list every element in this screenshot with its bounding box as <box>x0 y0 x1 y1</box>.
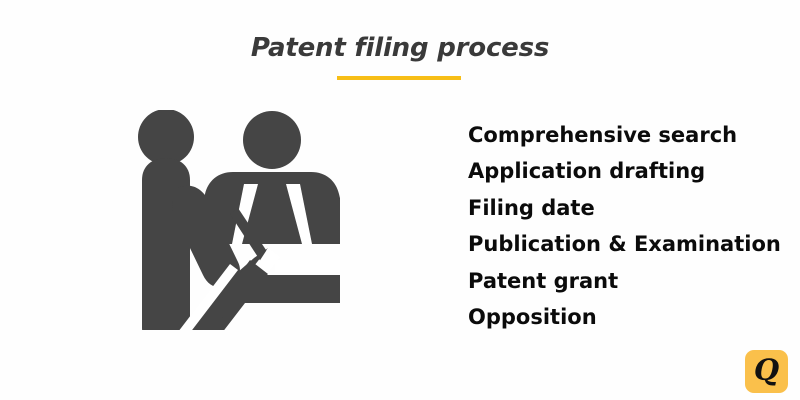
applicant-head-shape <box>138 110 194 165</box>
title-block: Patent filing process <box>0 32 800 80</box>
brand-logo-badge: Q <box>745 350 788 393</box>
patent-filing-counter-icon <box>138 110 340 330</box>
process-steps-list: Comprehensive search Application draftin… <box>468 117 781 335</box>
clerk-head-shape <box>243 111 301 169</box>
list-item: Filing date <box>468 195 595 220</box>
clerk-left-arm-gap <box>232 184 258 244</box>
patent-filing-illustration <box>120 110 340 330</box>
applicant-body-shape <box>142 158 190 330</box>
list-item: Opposition <box>468 305 597 330</box>
list-item: Comprehensive search <box>468 123 738 147</box>
title-underline-accent <box>337 76 461 80</box>
document-sheet-shape <box>191 272 250 330</box>
list-item: Patent grant <box>468 268 619 293</box>
page-title: Patent filing process <box>250 33 550 63</box>
desk-top-shape <box>198 260 340 330</box>
list-item: Publication & Examination <box>468 232 781 257</box>
clerk-right-arm-gap <box>286 184 312 244</box>
list-item: Application drafting <box>468 159 706 184</box>
brand-logo-letter: Q <box>753 353 780 387</box>
applicant-arm-shape <box>171 185 240 288</box>
desk-top-gap <box>275 260 340 272</box>
document-sheet-gap <box>179 264 238 330</box>
